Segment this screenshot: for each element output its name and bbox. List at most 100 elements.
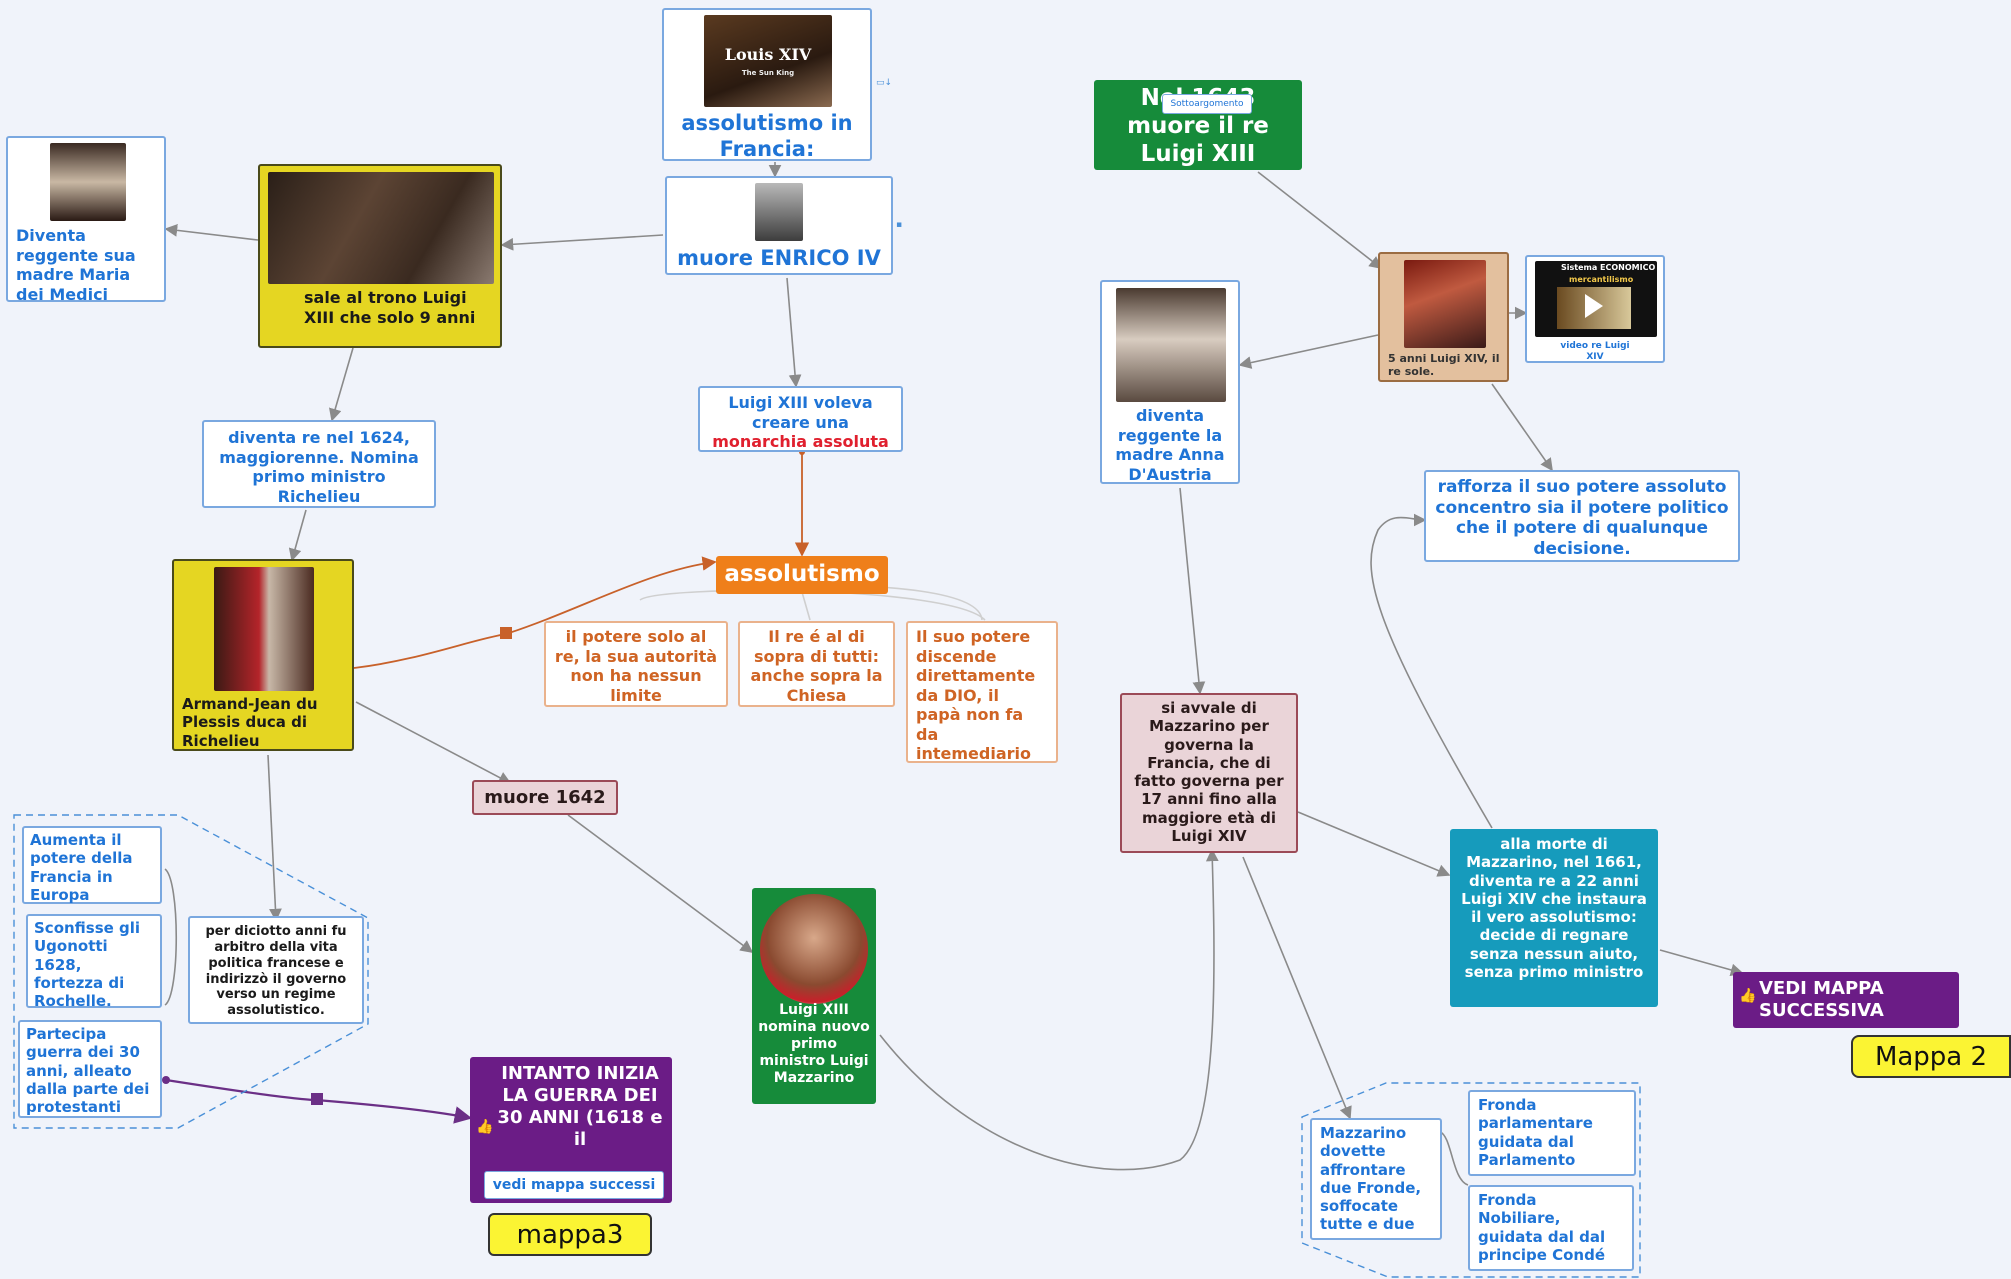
video-image-subtitle: mercantilismo	[1569, 275, 1634, 284]
monarchia-assoluta-label: monarchia assoluta	[712, 432, 889, 452]
luigi-xiii-portrait	[268, 172, 494, 284]
link-richelieu-diciotto	[267, 754, 282, 922]
maria-medici-portrait	[50, 143, 126, 221]
si-avvale-topic[interactable]: si avvale di Mazzarino per governa la Fr…	[1120, 693, 1298, 853]
sconfisse-label: Sconfisse gli Ugonotti 1628, fortezza di…	[34, 919, 141, 1011]
link-avvale-fronde	[1242, 856, 1352, 1120]
video-topic[interactable]: Sistema ECONOMICO mercantilismo video re…	[1525, 255, 1665, 363]
cinque-anni-topic[interactable]: 5 anni Luigi XIV, il re sole.	[1378, 252, 1509, 382]
fronda-nobiliare-topic[interactable]: Fronda Nobiliare, guidata dal dal princi…	[1468, 1185, 1634, 1271]
nel-1643-topic[interactable]: Nel 1643 muore il re Luigi XIII	[1094, 80, 1302, 170]
fronde-topic[interactable]: Mazzarino dovette affrontare due Fronde,…	[1310, 1118, 1442, 1240]
guerra-30-label: INTANTO INIZIA LA GUERRA DEI 30 ANNI (16…	[497, 1063, 663, 1150]
attachment-icon[interactable]: ▪	[896, 220, 903, 230]
vedi-mappa3-link[interactable]: vedi mappa successi	[484, 1171, 664, 1199]
partecipa-topic[interactable]: Partecipa guerra dei 30 anni, alleato da…	[18, 1020, 162, 1118]
partecipa-label: Partecipa guerra dei 30 anni, alleato da…	[26, 1025, 150, 1117]
luigi-trono-label: sale al trono Luigi XIII che solo 9 anni	[304, 288, 476, 327]
link-richelieu-1642	[355, 701, 512, 784]
alla-morte-topic[interactable]: alla morte di Mazzarino, nel 1661, diven…	[1450, 829, 1658, 1007]
nel-1643-rest-label: muore il re Luigi XIII	[1127, 113, 1269, 168]
link-1643-5anni	[1257, 171, 1383, 269]
anna-portrait	[1116, 288, 1226, 402]
luigi-xiv-child-portrait	[1404, 260, 1486, 348]
rafforza-label: rafforza il suo potere assoluto concentr…	[1435, 477, 1729, 560]
re-1624-label: diventa re nel 1624, maggiorenne. Nomina…	[219, 428, 419, 506]
alla-morte-label: alla morte di Mazzarino, nel 1661, diven…	[1461, 835, 1647, 982]
link-enrico-trono	[500, 234, 664, 251]
assolutismo-topic[interactable]: assolutismo	[716, 556, 888, 594]
play-icon[interactable]	[1585, 294, 1603, 318]
mappa2-label[interactable]: Mappa 2	[1851, 1035, 2011, 1078]
guerra-30-topic[interactable]: INTANTO INIZIA LA GUERRA DEI 30 ANNI (16…	[470, 1057, 672, 1203]
group-boundary-fronde	[1301, 1082, 1641, 1278]
enrico-portrait	[755, 183, 803, 241]
cinque-anni-label: 5 anni Luigi XIV, il re sole.	[1388, 352, 1500, 379]
louis-xiv-image-subtitle: The Sun King	[741, 69, 795, 77]
group-boundary-richelieu	[13, 814, 369, 1129]
diciotto-label: per diciotto anni fu arbitro della vita …	[205, 924, 347, 1019]
thumbs-up-icon: 👍	[1739, 988, 1757, 1004]
discende-label: Il suo potere discende direttamente da D…	[916, 627, 1036, 764]
potere-solo-topic[interactable]: il potere solo al re, la sua autorità no…	[544, 621, 728, 707]
sopra-tutti-topic[interactable]: Il re é al di sopra di tutti: anche sopr…	[738, 621, 895, 707]
louis-xiv-title: assolutismo in Francia:	[681, 111, 853, 161]
sottoargomento-tooltip[interactable]: Sottoargomento	[1162, 94, 1252, 114]
link-trono-maria	[164, 223, 259, 241]
aumenta-label: Aumenta il potere della Francia in Europ…	[30, 831, 133, 904]
relation-handle[interactable]	[500, 627, 512, 639]
link-anna-avvale	[1179, 487, 1206, 695]
note-icon[interactable]: ▭↓	[876, 78, 893, 88]
fronda-parlamentare-label: Fronda parlamentare guidata dal Parlamen…	[1478, 1096, 1593, 1169]
fronda-parlamentare-topic[interactable]: Fronda parlamentare guidata dal Parlamen…	[1468, 1090, 1636, 1176]
discende-topic[interactable]: Il suo potere discende direttamente da D…	[906, 621, 1058, 763]
vedi-mappa-successiva-label: VEDI MAPPA SUCCESSIVA	[1759, 978, 1884, 1021]
maria-medici-topic[interactable]: Diventa reggente sua madre Maria dei Med…	[6, 136, 166, 304]
assolutismo-label: assolutismo	[724, 561, 880, 587]
louis-xiv-image-title: Louis XIV	[724, 45, 812, 64]
aumenta-topic[interactable]: Aumenta il potere della Francia in Europ…	[22, 826, 162, 904]
link-5anni-rafforza	[1491, 383, 1553, 472]
luigi-trono-topic[interactable]: sale al trono Luigi XIII che solo 9 anni	[258, 164, 502, 348]
link-ass-1	[639, 589, 986, 621]
vedi-mappa-successiva-topic[interactable]: 👍 VEDI MAPPA SUCCESSIVA	[1733, 972, 1959, 1028]
link-1642-mazzarino	[567, 814, 754, 953]
rafforza-topic[interactable]: rafforza il suo potere assoluto concentr…	[1424, 470, 1740, 562]
mazzarino-nomina-label: Luigi XIII nomina nuovo primo ministro L…	[758, 1002, 870, 1087]
richelieu-portrait	[214, 567, 314, 691]
diciotto-topic[interactable]: per diciotto anni fu arbitro della vita …	[188, 916, 364, 1024]
enrico-label: muore ENRICO IV	[677, 246, 881, 270]
mappa3-label[interactable]: mappa3	[488, 1213, 652, 1256]
link-enrico-voleva	[786, 277, 802, 388]
louis-xiv-topic[interactable]: Louis XIV The Sun King assolutismo in Fr…	[662, 8, 872, 161]
louis-xiv-portrait: Louis XIV The Sun King	[704, 15, 832, 107]
video-caption: video re Luigi XIV	[1560, 341, 1630, 362]
link-avvale-morte	[1297, 811, 1451, 877]
relation-handle-2[interactable]	[311, 1093, 323, 1105]
anna-label: diventa reggente la madre Anna D'Austria	[1115, 406, 1225, 484]
brace-fronde-right	[1439, 1131, 1469, 1186]
fronde-label: Mazzarino dovette affrontare due Fronde,…	[1320, 1124, 1422, 1234]
richelieu-label: Armand-Jean du Plessis duca di Richelieu	[182, 695, 318, 750]
maria-medici-label: Diventa reggente sua madre Maria dei Med…	[16, 226, 136, 304]
sopra-tutti-label: Il re é al di sopra di tutti: anche sopr…	[750, 627, 883, 705]
muore-1642-topic[interactable]: muore 1642	[472, 780, 618, 815]
potere-solo-label: il potere solo al re, la sua autorità no…	[554, 627, 718, 705]
video-image-title: Sistema ECONOMICO	[1561, 263, 1656, 272]
anna-topic[interactable]: diventa reggente la madre Anna D'Austria	[1100, 280, 1240, 484]
mazzarino-nomina-topic[interactable]: Luigi XIII nomina nuovo primo ministro L…	[752, 888, 876, 1104]
thumbs-up-icon: 👍	[476, 1119, 494, 1135]
link-1624-richelieu	[288, 509, 307, 562]
mazzarino-portrait	[760, 894, 868, 1004]
enrico-topic[interactable]: muore ENRICO IV	[665, 176, 893, 275]
link-morte-vedi	[1659, 949, 1744, 977]
re-1624-topic[interactable]: diventa re nel 1624, maggiorenne. Nomina…	[202, 420, 436, 508]
link-mazzarino-avvale	[879, 848, 1219, 1171]
video-thumbnail[interactable]: Sistema ECONOMICO mercantilismo	[1535, 261, 1657, 337]
voleva-topic[interactable]: Luigi XIII voleva creare una monarchia a…	[698, 386, 903, 452]
sconfisse-topic[interactable]: Sconfisse gli Ugonotti 1628, fortezza di…	[26, 914, 162, 1011]
richelieu-topic[interactable]: Armand-Jean du Plessis duca di Richelieu	[172, 559, 354, 751]
link-5anni-anna	[1238, 334, 1379, 369]
